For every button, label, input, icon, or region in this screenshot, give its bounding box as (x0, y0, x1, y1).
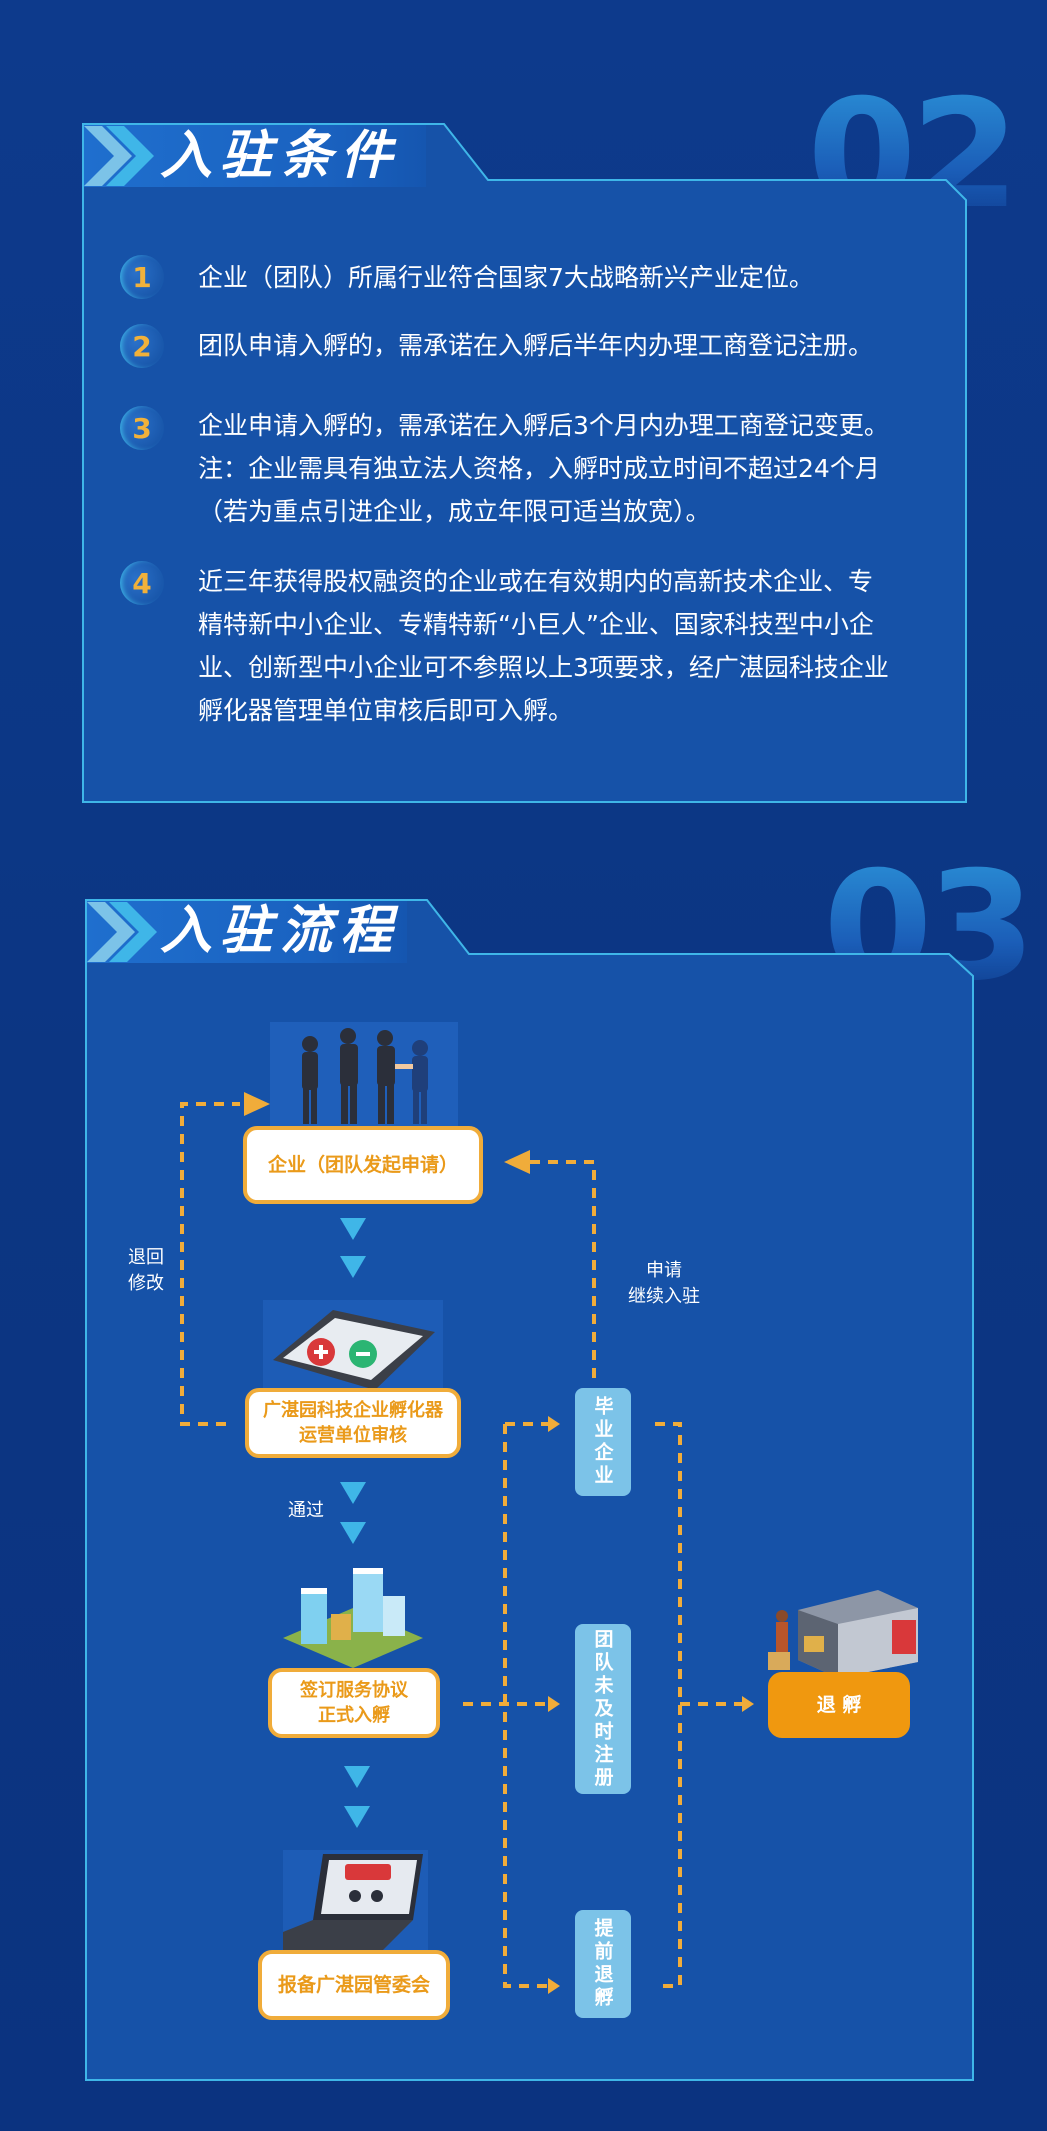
conditions-title: 入驻条件 (160, 126, 401, 186)
report-label: 报备广湛园管委会 (277, 1974, 430, 1996)
condition-number-2: 2 (120, 324, 164, 368)
tablet-review-illustration (263, 1300, 443, 1395)
review-label-line2: 运营单位审核 (299, 1425, 407, 1446)
process-title: 入驻流程 (160, 901, 401, 961)
business-people-illustration (270, 1022, 458, 1127)
conditions-panel (82, 123, 967, 803)
sign-label-line2: 正式入孵 (318, 1705, 390, 1726)
condition-number-4: 4 (120, 561, 164, 605)
reapply-label-line2: 继续入驻 (628, 1286, 700, 1307)
condition-text-2: 团队申请入孵的，需承诺在入孵后半年内办理工商登记注册。 (198, 331, 874, 360)
apply-label: 企业（团队发起申请） (267, 1154, 458, 1176)
early-exit-box: 提前退孵 (575, 1910, 631, 2018)
condition-text-3: 企业申请入孵的，需承诺在入孵后3个月内办理工商登记变更。 注：企业需具有独立法人… (198, 411, 889, 526)
return-label-line1: 退回 (128, 1247, 164, 1268)
condition-number-3: 3 (120, 406, 164, 450)
early-exit-label: 提前退孵 (591, 1918, 614, 2010)
graduate-label: 毕业企业 (591, 1396, 614, 1488)
arrow-right-icon (548, 1978, 560, 1994)
condition-text-1: 企业（团队）所属行业符合国家7大战略新兴产业定位。 (198, 263, 814, 292)
arrow-right-icon (548, 1416, 560, 1432)
arrow-left-icon (504, 1150, 530, 1174)
return-label: 退回 修改 (128, 1245, 164, 1297)
down-arrows-icon (344, 1766, 370, 1828)
team-unregistered-label: 团队未及时注册 (591, 1628, 614, 1790)
arrow-right-icon (548, 1696, 560, 1712)
pass-label: 通过 (288, 1500, 324, 1521)
team-unregistered-box: 团队未及时注册 (575, 1624, 631, 1794)
laptop-meeting-illustration (283, 1850, 428, 1952)
sign-label-line1: 签订服务协议 (300, 1680, 408, 1701)
reapply-label-line1: 申请 (646, 1260, 682, 1281)
arrow-right-icon (742, 1696, 754, 1712)
exit-label: 退 孵 (816, 1694, 862, 1716)
exit-box: 退 孵 (768, 1672, 910, 1738)
condition-text-4: 近三年获得股权融资的企业或在有效期内的高新技术企业、专 精特新中小企业、专精特新… (198, 567, 889, 725)
chevron-double-icon (87, 902, 157, 962)
review-label-line1: 广湛园科技企业孵化器 (263, 1400, 443, 1421)
down-arrows-icon (340, 1482, 366, 1544)
down-arrows-icon (340, 1218, 366, 1278)
truck-illustration (768, 1590, 918, 1678)
return-label-line2: 修改 (128, 1273, 164, 1294)
sign-box: 签订服务协议 正式入孵 (268, 1668, 440, 1738)
chevron-double-icon (84, 126, 154, 186)
report-box: 报备广湛园管委会 (258, 1950, 450, 2020)
reapply-label: 申请 继续入驻 (628, 1258, 700, 1310)
city-buildings-illustration (283, 1568, 423, 1668)
condition-number-1: 1 (120, 255, 164, 299)
graduate-box: 毕业企业 (575, 1388, 631, 1496)
review-box: 广湛园科技企业孵化器 运营单位审核 (245, 1388, 461, 1458)
arrow-right-icon (244, 1092, 270, 1116)
apply-box: 企业（团队发起申请） (243, 1126, 483, 1204)
